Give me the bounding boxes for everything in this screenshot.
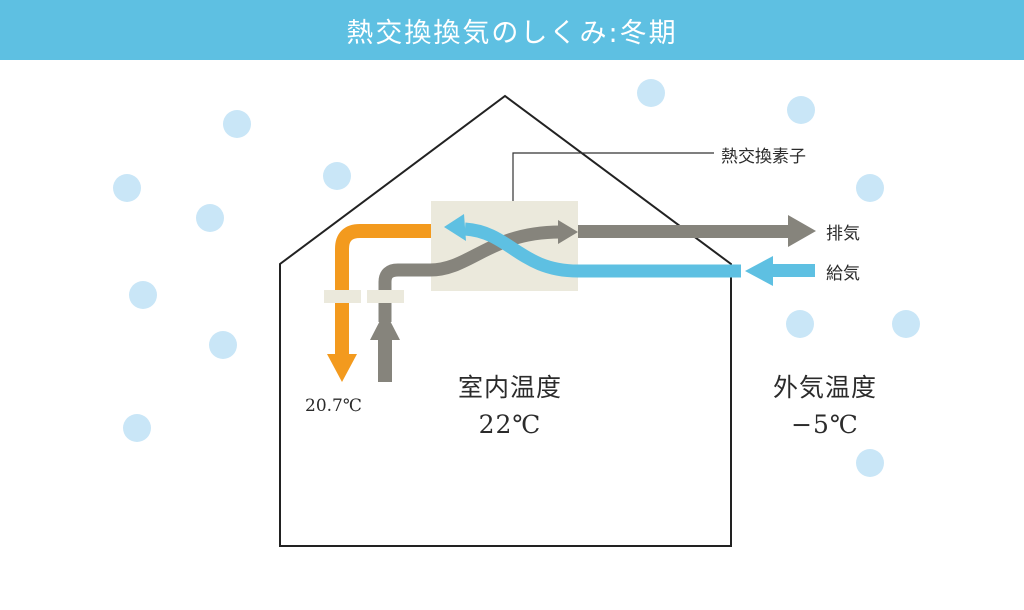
indoor-title: 室内温度 <box>457 373 562 402</box>
snow-dot <box>113 174 141 202</box>
snow-dot <box>129 281 157 309</box>
outdoor-temp-block: 外気温度 −5℃ <box>755 368 895 439</box>
snow-dot <box>637 79 665 107</box>
exhaust-intake-stem <box>378 338 392 382</box>
exhaust-label: 排気 <box>826 224 860 244</box>
snow-dot <box>223 110 251 138</box>
house-outline <box>279 94 732 547</box>
exhaust-flow-path <box>378 225 561 322</box>
snow-dot <box>323 162 351 190</box>
snow-dot <box>856 449 884 477</box>
supply-inlet-duct <box>771 264 815 277</box>
indoor-temp-block: 室内温度 22℃ <box>440 368 580 439</box>
arrow-left-icon <box>745 256 773 286</box>
exhaust-outlet-duct <box>578 225 791 238</box>
outdoor-temp: −5℃ <box>791 410 859 439</box>
exchanger-label: 熱交換素子 <box>721 147 806 167</box>
exchanger-leader-line <box>512 152 714 201</box>
arrow-up-icon <box>370 311 400 340</box>
snow-dot <box>787 96 815 124</box>
exhaust-flow <box>370 215 816 382</box>
header-bar: 熱交換換気のしくみ:冬期 <box>0 0 1024 60</box>
arrow-right-icon <box>788 215 816 247</box>
snow-dot <box>196 204 224 232</box>
outdoor-title: 外気温度 <box>772 373 877 402</box>
arrow-left-icon <box>444 214 466 241</box>
supply-flow <box>444 214 815 286</box>
arrow-down-icon <box>327 354 357 382</box>
snow-dot <box>123 414 151 442</box>
snow-dot <box>786 310 814 338</box>
page-title: 熱交換換気のしくみ:冬期 <box>346 17 678 49</box>
supply-vent <box>324 290 361 303</box>
warm-supply-flow <box>327 224 431 382</box>
exhaust-vent <box>367 290 404 303</box>
arrow-right-icon <box>558 220 578 244</box>
supply-flow-path <box>464 222 741 278</box>
snow-dot <box>209 331 237 359</box>
snow-dot <box>892 310 920 338</box>
warm-supply-path <box>335 224 431 356</box>
indoor-temp: 22℃ <box>478 410 542 439</box>
supply-label: 給気 <box>826 264 860 284</box>
snow-dots <box>113 79 920 477</box>
snow-dot <box>856 174 884 202</box>
supply-outlet-temp: 20.7℃ <box>305 396 362 416</box>
